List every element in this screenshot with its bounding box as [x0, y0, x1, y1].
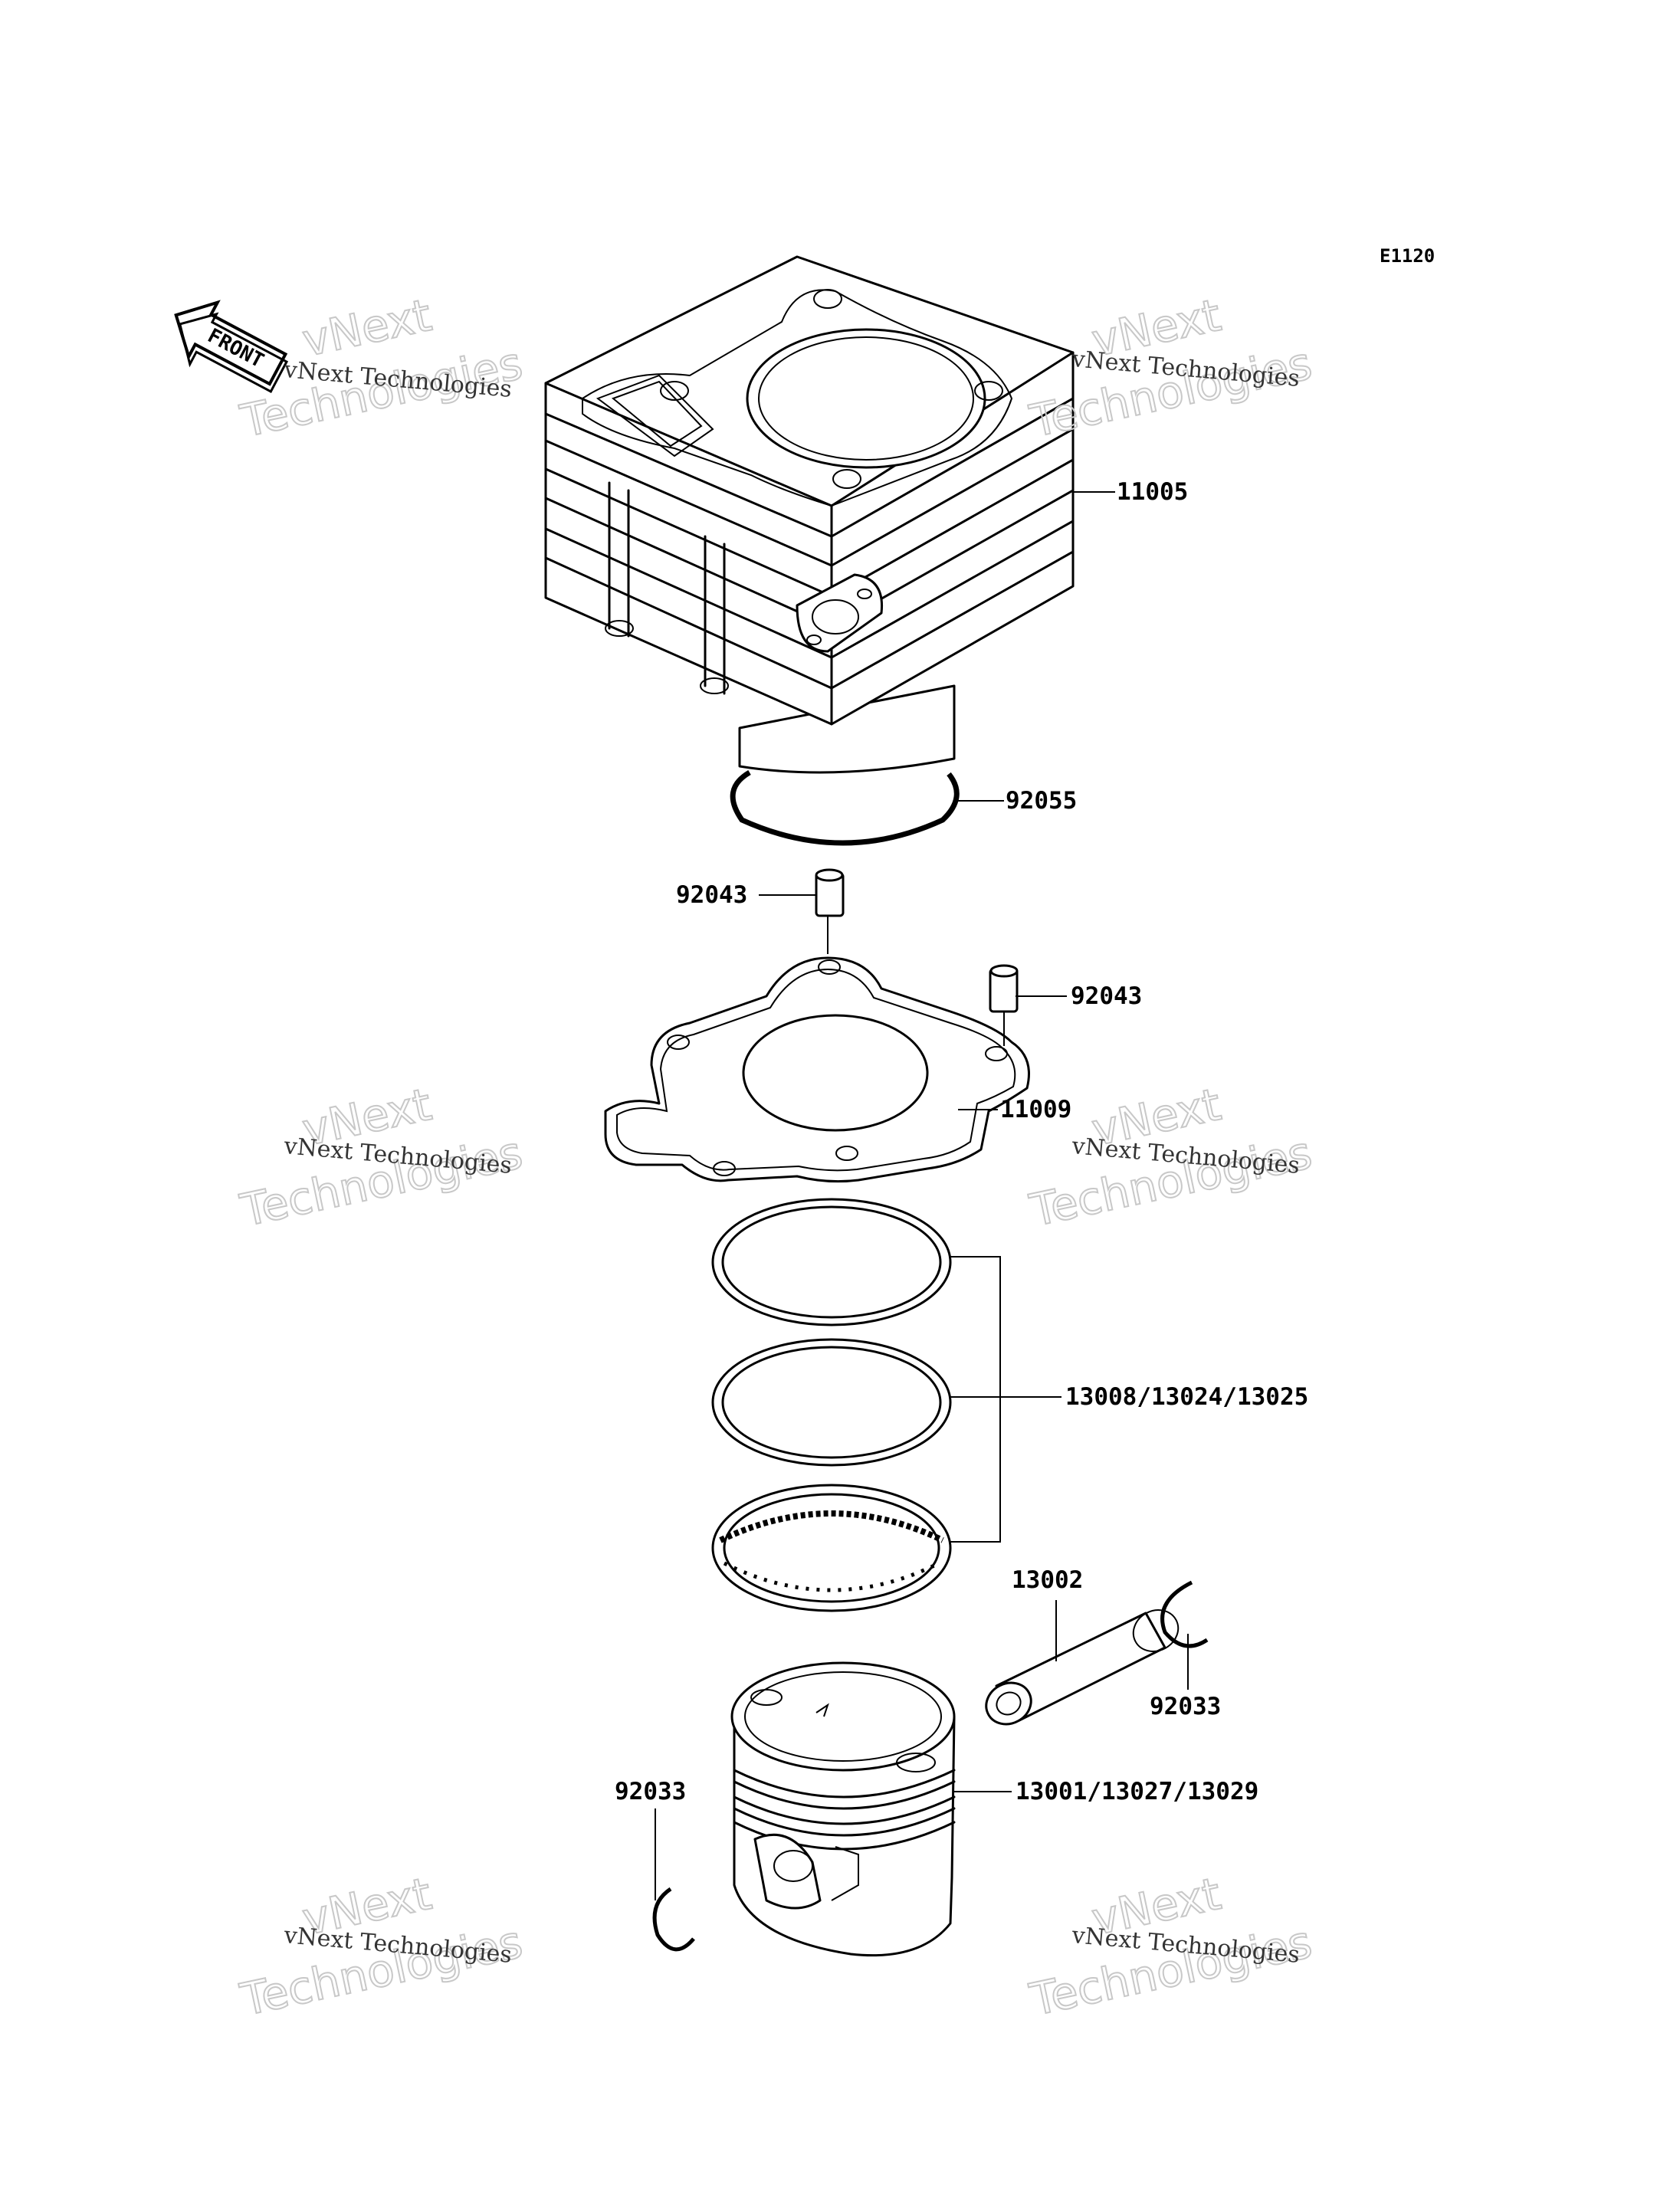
piston — [730, 1661, 956, 1957]
watermark-big-top: vNext — [298, 289, 436, 367]
part-label-o-ring: 92055 — [1006, 787, 1077, 815]
watermark-bottom-left: vNext Technologies vNext Technologies — [235, 1867, 528, 2027]
part-label-circlip-right: 92033 — [1150, 1693, 1221, 1720]
o-ring — [730, 769, 960, 846]
cylinder — [544, 255, 1075, 774]
diagram-code: E1120 — [1380, 245, 1435, 267]
circlip-right — [1160, 1580, 1209, 1648]
dowel-pin-right — [989, 964, 1019, 1013]
front-arrow-icon: FRONT — [174, 300, 289, 393]
part-label-cylinder: 11005 — [1117, 478, 1188, 506]
piston-pin — [985, 1609, 1180, 1726]
part-label-dowel-pin-left: 92043 — [676, 881, 747, 909]
dowel-pin-left — [815, 868, 845, 917]
part-label-piston-ring-set: 13008/13024/13025 — [1065, 1383, 1308, 1411]
part-label-cylinder-gasket: 11009 — [1000, 1096, 1071, 1123]
watermark-middle-left: vNext Technologies vNext Technologies — [235, 1077, 528, 1238]
part-label-piston: 13001/13027/13029 — [1016, 1778, 1258, 1805]
piston-ring-top — [711, 1198, 952, 1326]
piston-ring-second — [711, 1338, 952, 1467]
part-label-circlip-left: 92033 — [615, 1778, 686, 1805]
piston-ring-oil — [711, 1484, 952, 1612]
cylinder-gasket — [604, 956, 1030, 1183]
leader-lines — [655, 491, 1189, 1900]
part-label-piston-pin: 13002 — [1012, 1566, 1083, 1594]
part-label-dowel-pin-right: 92043 — [1071, 982, 1142, 1010]
watermark-bottom-right: vNext Technologies vNext Technologies — [1025, 1867, 1317, 2027]
circlip-left — [652, 1887, 695, 1952]
